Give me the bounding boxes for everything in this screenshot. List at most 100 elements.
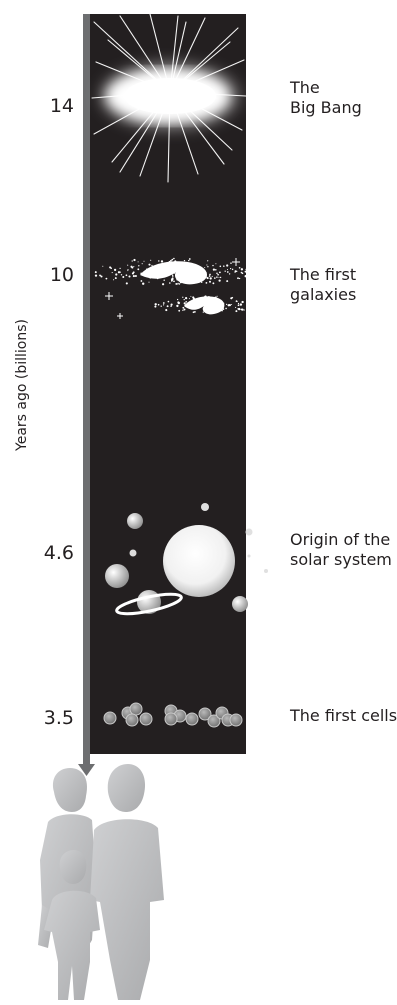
event-label-line: Origin of the bbox=[290, 530, 391, 549]
star-dot bbox=[117, 271, 120, 274]
star-dot bbox=[245, 268, 247, 271]
solar-system-illustration bbox=[105, 503, 268, 616]
star-dot bbox=[238, 267, 241, 269]
star-dot bbox=[127, 270, 129, 272]
event-label-line: Big Bang bbox=[290, 98, 362, 117]
star-dot bbox=[183, 308, 186, 311]
star-dot bbox=[223, 265, 225, 267]
star-dot bbox=[131, 260, 133, 262]
star-dot bbox=[241, 300, 244, 304]
planet bbox=[232, 596, 248, 612]
cell bbox=[198, 707, 212, 721]
man-figure bbox=[90, 764, 164, 1000]
star-dot bbox=[215, 263, 217, 265]
cell bbox=[229, 713, 243, 727]
star-dot bbox=[173, 280, 175, 283]
star-dot bbox=[162, 283, 165, 286]
star-dot bbox=[120, 274, 123, 276]
star-dot bbox=[188, 298, 190, 300]
star-dot bbox=[119, 271, 121, 273]
star-dot bbox=[234, 271, 236, 273]
star-dot bbox=[170, 305, 172, 307]
planet bbox=[129, 549, 137, 557]
first-cells-illustration bbox=[103, 702, 243, 728]
star-dot bbox=[239, 303, 243, 306]
star-dot bbox=[230, 297, 233, 300]
star-dot bbox=[137, 268, 140, 271]
star-dot bbox=[226, 271, 229, 273]
star-dot bbox=[230, 268, 232, 270]
star-dot bbox=[217, 273, 219, 276]
child-figure bbox=[44, 850, 100, 1000]
star-dot bbox=[236, 270, 238, 272]
ringed-planet bbox=[115, 590, 183, 616]
star-dot bbox=[212, 264, 214, 267]
star-dot bbox=[122, 276, 125, 278]
star-dot bbox=[226, 280, 229, 283]
star-dot bbox=[214, 268, 217, 271]
star-dot bbox=[176, 298, 179, 301]
star-dot bbox=[188, 259, 190, 262]
star-dot bbox=[114, 277, 117, 280]
cell bbox=[139, 712, 153, 726]
cell bbox=[185, 712, 199, 726]
cell bbox=[207, 714, 221, 728]
star-dot bbox=[132, 275, 135, 278]
tick-label-3-5: 3.5 bbox=[43, 707, 74, 729]
planet bbox=[127, 513, 143, 529]
star-dot bbox=[216, 276, 218, 278]
time-axis-arrowhead bbox=[78, 764, 95, 776]
star-dot bbox=[125, 274, 128, 277]
star-dot bbox=[235, 306, 237, 308]
star-dot bbox=[208, 275, 211, 277]
star-dot bbox=[143, 260, 145, 262]
star-dot bbox=[169, 282, 171, 284]
star-dot bbox=[163, 304, 165, 306]
star-dot bbox=[105, 277, 108, 280]
star-dot bbox=[219, 276, 222, 279]
star-dot bbox=[216, 272, 218, 274]
event-label-line: galaxies bbox=[290, 285, 357, 304]
star-dot bbox=[209, 280, 211, 283]
event-label-line: The bbox=[290, 78, 320, 97]
tick-label-10: 10 bbox=[49, 264, 74, 286]
star-dot bbox=[225, 307, 227, 310]
star-dot bbox=[94, 274, 98, 277]
star-dot bbox=[127, 269, 129, 271]
star-dot bbox=[218, 279, 221, 282]
star-dot bbox=[183, 298, 185, 301]
galaxy-2 bbox=[184, 296, 225, 315]
star-dot bbox=[228, 273, 231, 275]
star-dot bbox=[158, 260, 160, 262]
star-dot bbox=[113, 279, 115, 281]
star-dot bbox=[109, 266, 112, 269]
star-dot bbox=[207, 260, 209, 262]
planet bbox=[264, 569, 268, 573]
star-dot bbox=[154, 305, 157, 308]
event-label-solar-system: Origin of the solar system bbox=[290, 530, 397, 570]
star-dot bbox=[166, 305, 169, 308]
event-label-line: solar system bbox=[290, 550, 392, 569]
star-dot bbox=[102, 265, 104, 267]
star-dot bbox=[131, 266, 134, 269]
axis-title: Years ago (billions) bbox=[14, 319, 30, 451]
planet bbox=[247, 554, 251, 558]
star-dot bbox=[137, 261, 139, 263]
event-label-first-galaxies: The first galaxies bbox=[290, 265, 397, 305]
star-dot bbox=[243, 309, 245, 311]
star-dot bbox=[133, 265, 135, 268]
galaxy-1 bbox=[140, 261, 208, 285]
star-dot bbox=[227, 305, 230, 307]
star-dot bbox=[204, 267, 206, 269]
tick-label-14: 14 bbox=[49, 95, 74, 117]
star-dot bbox=[171, 274, 174, 276]
star-dot bbox=[190, 295, 192, 297]
star-dot bbox=[178, 309, 181, 312]
event-label-line: The first bbox=[290, 265, 357, 284]
star-dot bbox=[151, 264, 153, 267]
star-dot bbox=[171, 258, 174, 261]
star-dot bbox=[111, 272, 113, 274]
planet bbox=[105, 564, 129, 588]
star-dot bbox=[141, 263, 143, 265]
star-dot bbox=[160, 305, 162, 307]
